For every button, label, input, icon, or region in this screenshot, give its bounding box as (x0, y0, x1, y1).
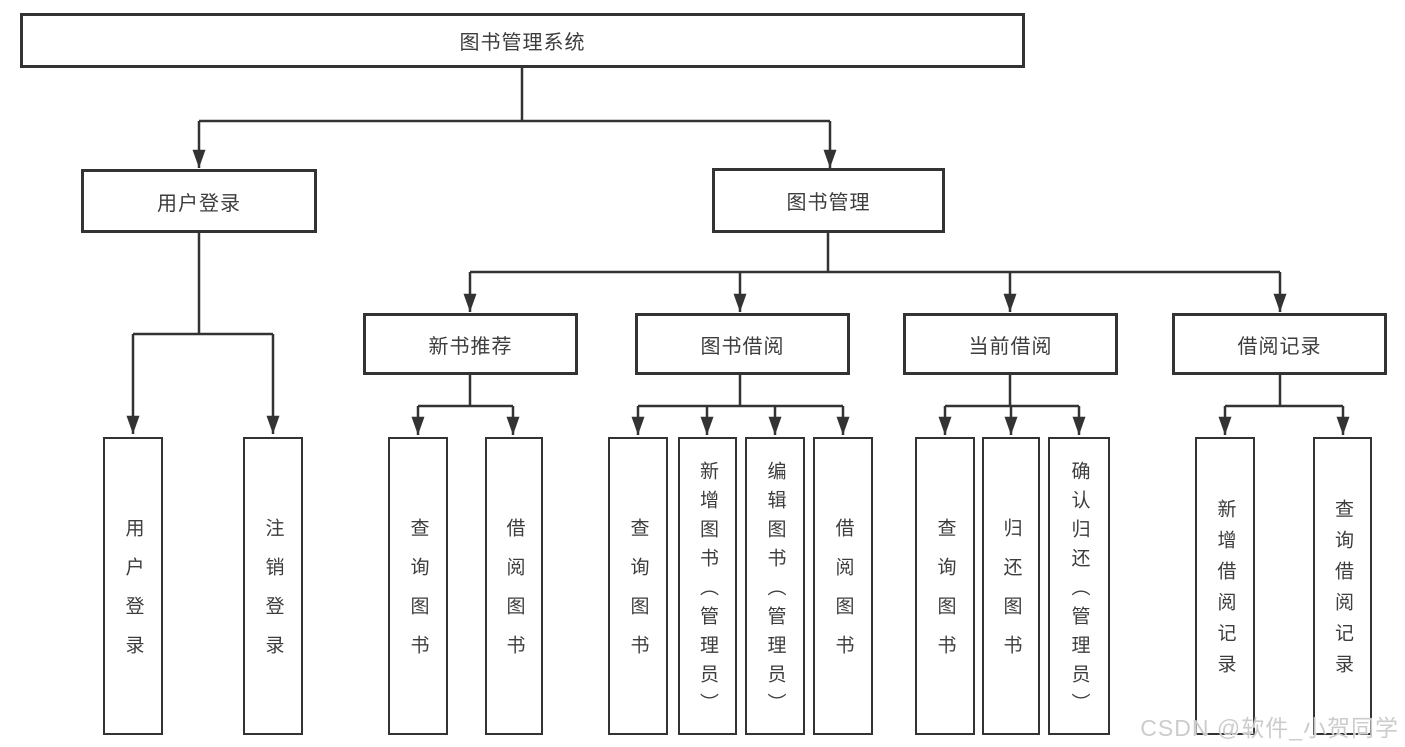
branch-node-user-login: 用户登录 (81, 169, 317, 233)
leaf-node-edit-book-admin: 编辑图书（管理员） (745, 437, 805, 735)
leaf-label: 确认归还（管理员） (1068, 460, 1090, 722)
leaf-label: 查询图书 (934, 518, 956, 674)
branch-node-book-management: 图书管理 (712, 168, 945, 233)
leaf-label: 归还图书 (1000, 518, 1022, 674)
leaf-label: 注销登录 (262, 518, 284, 674)
module-node-borrow-records: 借阅记录 (1172, 313, 1387, 375)
leaf-label: 新增图书（管理员） (697, 460, 718, 722)
module-node-new-book-recommend: 新书推荐 (363, 313, 578, 375)
leaf-label: 查询借阅记录 (1332, 499, 1353, 685)
leaf-node-query-book: 查询图书 (388, 437, 448, 735)
root-node-library-management-system: 图书管理系统 (20, 13, 1025, 68)
leaf-label: 借阅图书 (832, 518, 854, 674)
leaf-node-borrow-book: 借阅图书 (485, 437, 543, 735)
leaf-label: 查询图书 (627, 518, 649, 674)
leaf-node-add-borrow-record: 新增借阅记录 (1195, 437, 1255, 735)
leaf-node-query-borrow-record: 查询借阅记录 (1313, 437, 1372, 735)
leaf-node-return-book: 归还图书 (982, 437, 1040, 735)
leaf-node-borrow-book: 借阅图书 (813, 437, 873, 735)
leaf-label: 查询图书 (407, 518, 429, 674)
leaf-node-query-book: 查询图书 (608, 437, 668, 735)
module-node-current-borrow: 当前借阅 (903, 313, 1118, 375)
leaf-node-add-book-admin: 新增图书（管理员） (678, 437, 737, 735)
leaf-node-confirm-return-admin: 确认归还（管理员） (1048, 437, 1110, 735)
leaf-node-query-book: 查询图书 (915, 437, 975, 735)
leaf-node-logout: 注销登录 (243, 437, 303, 735)
leaf-label: 用户登录 (122, 518, 144, 674)
leaf-node-user-login: 用户登录 (103, 437, 163, 735)
leaf-label: 编辑图书（管理员） (764, 460, 786, 722)
leaf-label: 借阅图书 (503, 518, 525, 674)
leaf-label: 新增借阅记录 (1214, 499, 1236, 685)
csdn-watermark: CSDN @软件_小贺同学 (1140, 715, 1399, 741)
module-node-book-borrow: 图书借阅 (635, 313, 850, 375)
